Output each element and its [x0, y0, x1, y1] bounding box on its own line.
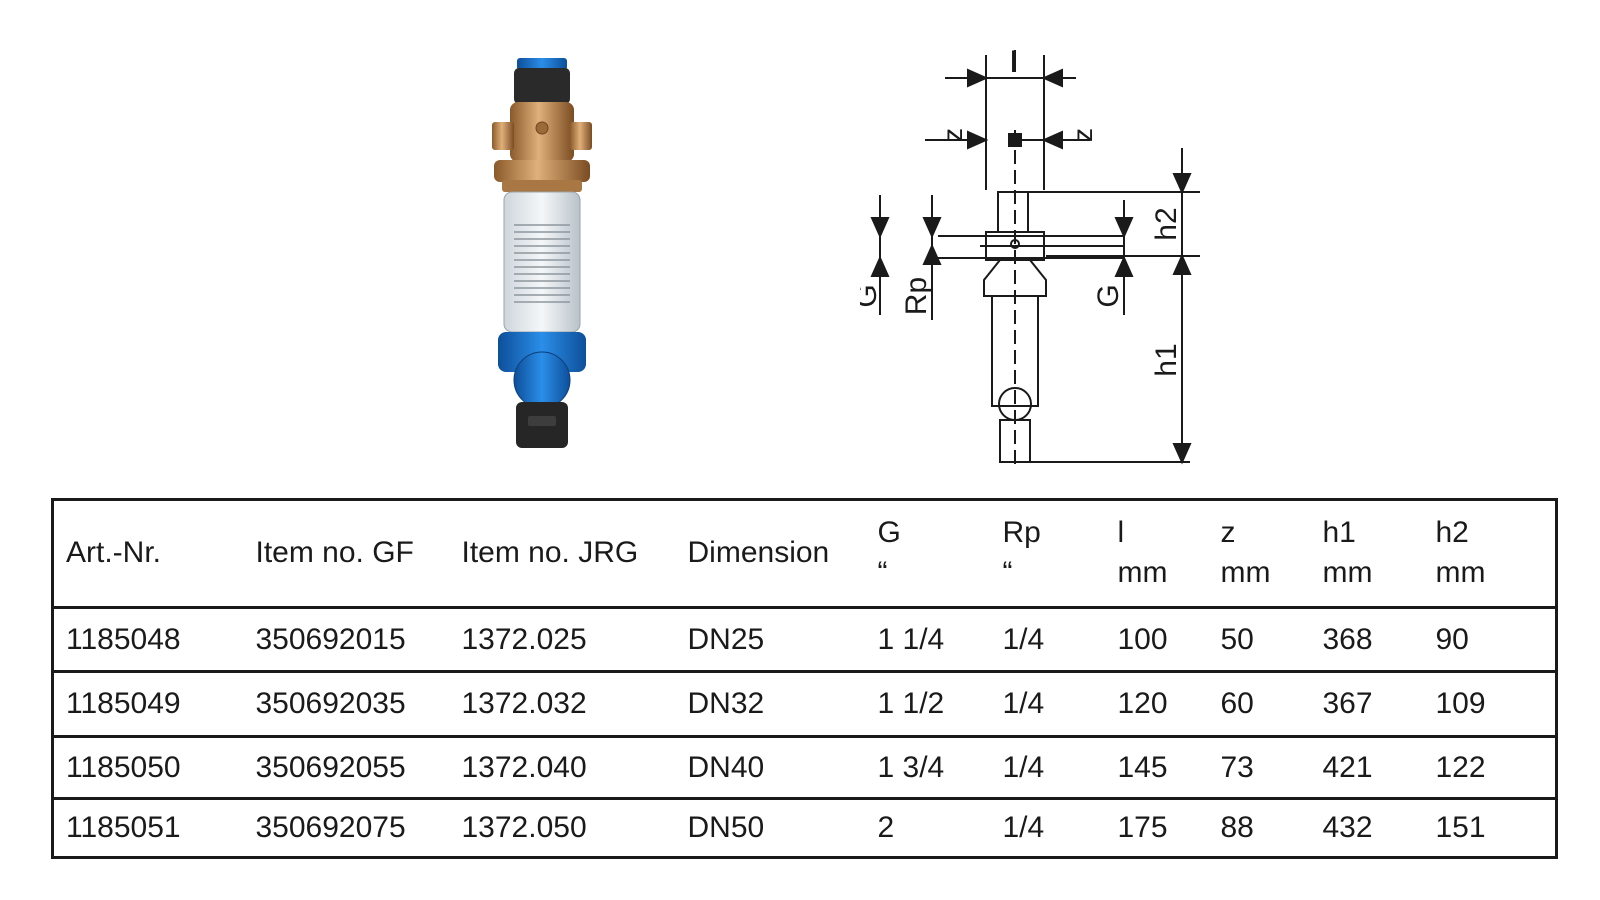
cell: 421: [1309, 736, 1424, 799]
cell: 350692075: [242, 798, 450, 858]
cell: 1185049: [52, 671, 244, 737]
header-dimension: Dimension: [674, 499, 866, 608]
label-h1: h1: [1150, 343, 1183, 376]
label-l: l: [1010, 46, 1017, 79]
table-row: 1185049 350692035 1372.032 DN32 1 1/2 1/…: [52, 671, 1558, 737]
cell: 73: [1207, 736, 1311, 799]
cell: DN25: [674, 607, 866, 672]
cell: 50: [1207, 607, 1311, 672]
header-g: G“: [864, 499, 991, 608]
cell: 1/4: [989, 607, 1106, 672]
header-art-nr: Art.-Nr.: [52, 499, 244, 608]
cell: 432: [1309, 798, 1424, 858]
header-item-gf: Item no. GF: [242, 499, 450, 608]
cell: 1185050: [52, 736, 244, 799]
table-row: 1185050 350692055 1372.040 DN40 1 3/4 1/…: [52, 736, 1558, 799]
spec-table: Art.-Nr. Item no. GF Item no. JRG Dimens…: [51, 498, 1558, 859]
cell: 175: [1104, 798, 1209, 858]
cell: 109: [1422, 671, 1558, 737]
cell: 2: [864, 798, 991, 858]
cell: 1372.040: [448, 736, 676, 799]
cell: 1/4: [989, 736, 1106, 799]
cell: 120: [1104, 671, 1209, 737]
cell: 90: [1422, 607, 1558, 672]
cell: DN32: [674, 671, 866, 737]
cell: 1372.050: [448, 798, 676, 858]
cell: 1372.032: [448, 671, 676, 737]
header-item-jrg: Item no. JRG: [448, 499, 676, 608]
cell: 350692055: [242, 736, 450, 799]
cell: 1/4: [989, 798, 1106, 858]
cell: 1 1/4: [864, 607, 991, 672]
label-z-right: z: [1067, 128, 1098, 142]
table-row: 1185048 350692015 1372.025 DN25 1 1/4 1/…: [52, 607, 1558, 672]
cell: 368: [1309, 607, 1424, 672]
cell: 60: [1207, 671, 1311, 737]
label-g-left: G: [860, 284, 883, 307]
cell: 1/4: [989, 671, 1106, 737]
cell: DN40: [674, 736, 866, 799]
label-rp: Rp: [900, 277, 933, 315]
label-g-right: G: [1092, 284, 1125, 307]
cell: 88: [1207, 798, 1311, 858]
header-rp: Rp“: [989, 499, 1106, 608]
cell: DN50: [674, 798, 866, 858]
cell: 1372.025: [448, 607, 676, 672]
cell: 1 3/4: [864, 736, 991, 799]
dimension-drawing: l z z h2 h1 G Rp G: [860, 46, 1200, 470]
cell: 122: [1422, 736, 1558, 799]
table-row: 1185051 350692075 1372.050 DN50 2 1/4 17…: [52, 798, 1558, 858]
label-z-left: z: [937, 128, 968, 142]
cell: 1185051: [52, 798, 244, 858]
cell: 1 1/2: [864, 671, 991, 737]
label-h2: h2: [1150, 207, 1183, 240]
cell: 145: [1104, 736, 1209, 799]
cell: 350692035: [242, 671, 450, 737]
cell: 350692015: [242, 607, 450, 672]
cell: 100: [1104, 607, 1209, 672]
cell: 151: [1422, 798, 1558, 858]
cell: 1185048: [52, 607, 244, 672]
table-header-row: Art.-Nr. Item no. GF Item no. JRG Dimens…: [52, 499, 1558, 608]
product-photo: [492, 58, 592, 448]
cell: 367: [1309, 671, 1424, 737]
